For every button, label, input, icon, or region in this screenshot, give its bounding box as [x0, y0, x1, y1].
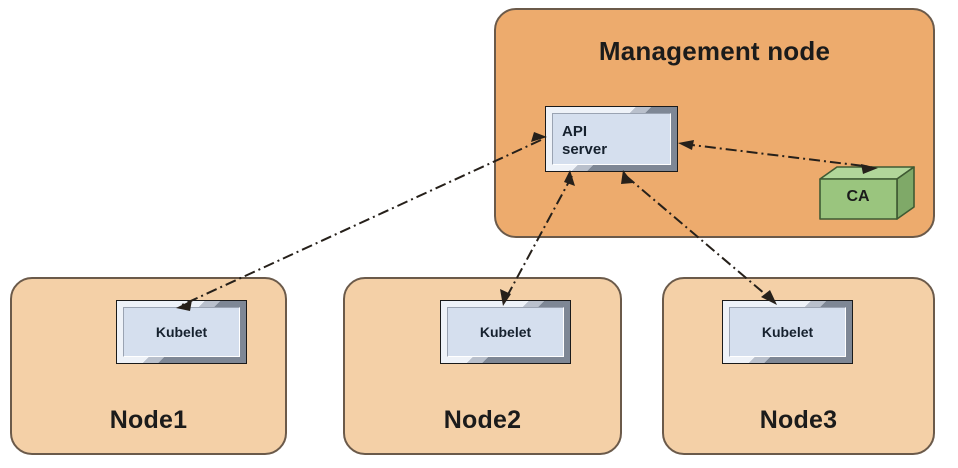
- node3-title: Node3: [759, 406, 838, 434]
- kubelet-label-node1: Kubelet: [155, 324, 208, 340]
- ca-cuboid-icon: [819, 166, 915, 220]
- kubelet-component-node3[interactable]: Kubelet: [722, 300, 853, 364]
- api-server-label: API server: [562, 123, 608, 158]
- node1-title: Node1: [109, 406, 188, 434]
- management-node-title: Management node: [598, 36, 831, 66]
- kubelet-component-node2[interactable]: Kubelet: [440, 300, 571, 364]
- kubelet-label-node2: Kubelet: [479, 324, 532, 340]
- kubelet-inner-panel-node2: Kubelet: [447, 307, 564, 357]
- ca-component[interactable]: CA: [819, 166, 915, 220]
- api-server-inner-panel: API server: [552, 113, 671, 165]
- kubelet-inner-panel-node3: Kubelet: [729, 307, 846, 357]
- kubelet-inner-panel-node1: Kubelet: [123, 307, 240, 357]
- api-server-component[interactable]: API server: [545, 106, 678, 172]
- kubelet-label-node3: Kubelet: [761, 324, 814, 340]
- node2-title: Node2: [443, 406, 522, 434]
- kubelet-component-node1[interactable]: Kubelet: [116, 300, 247, 364]
